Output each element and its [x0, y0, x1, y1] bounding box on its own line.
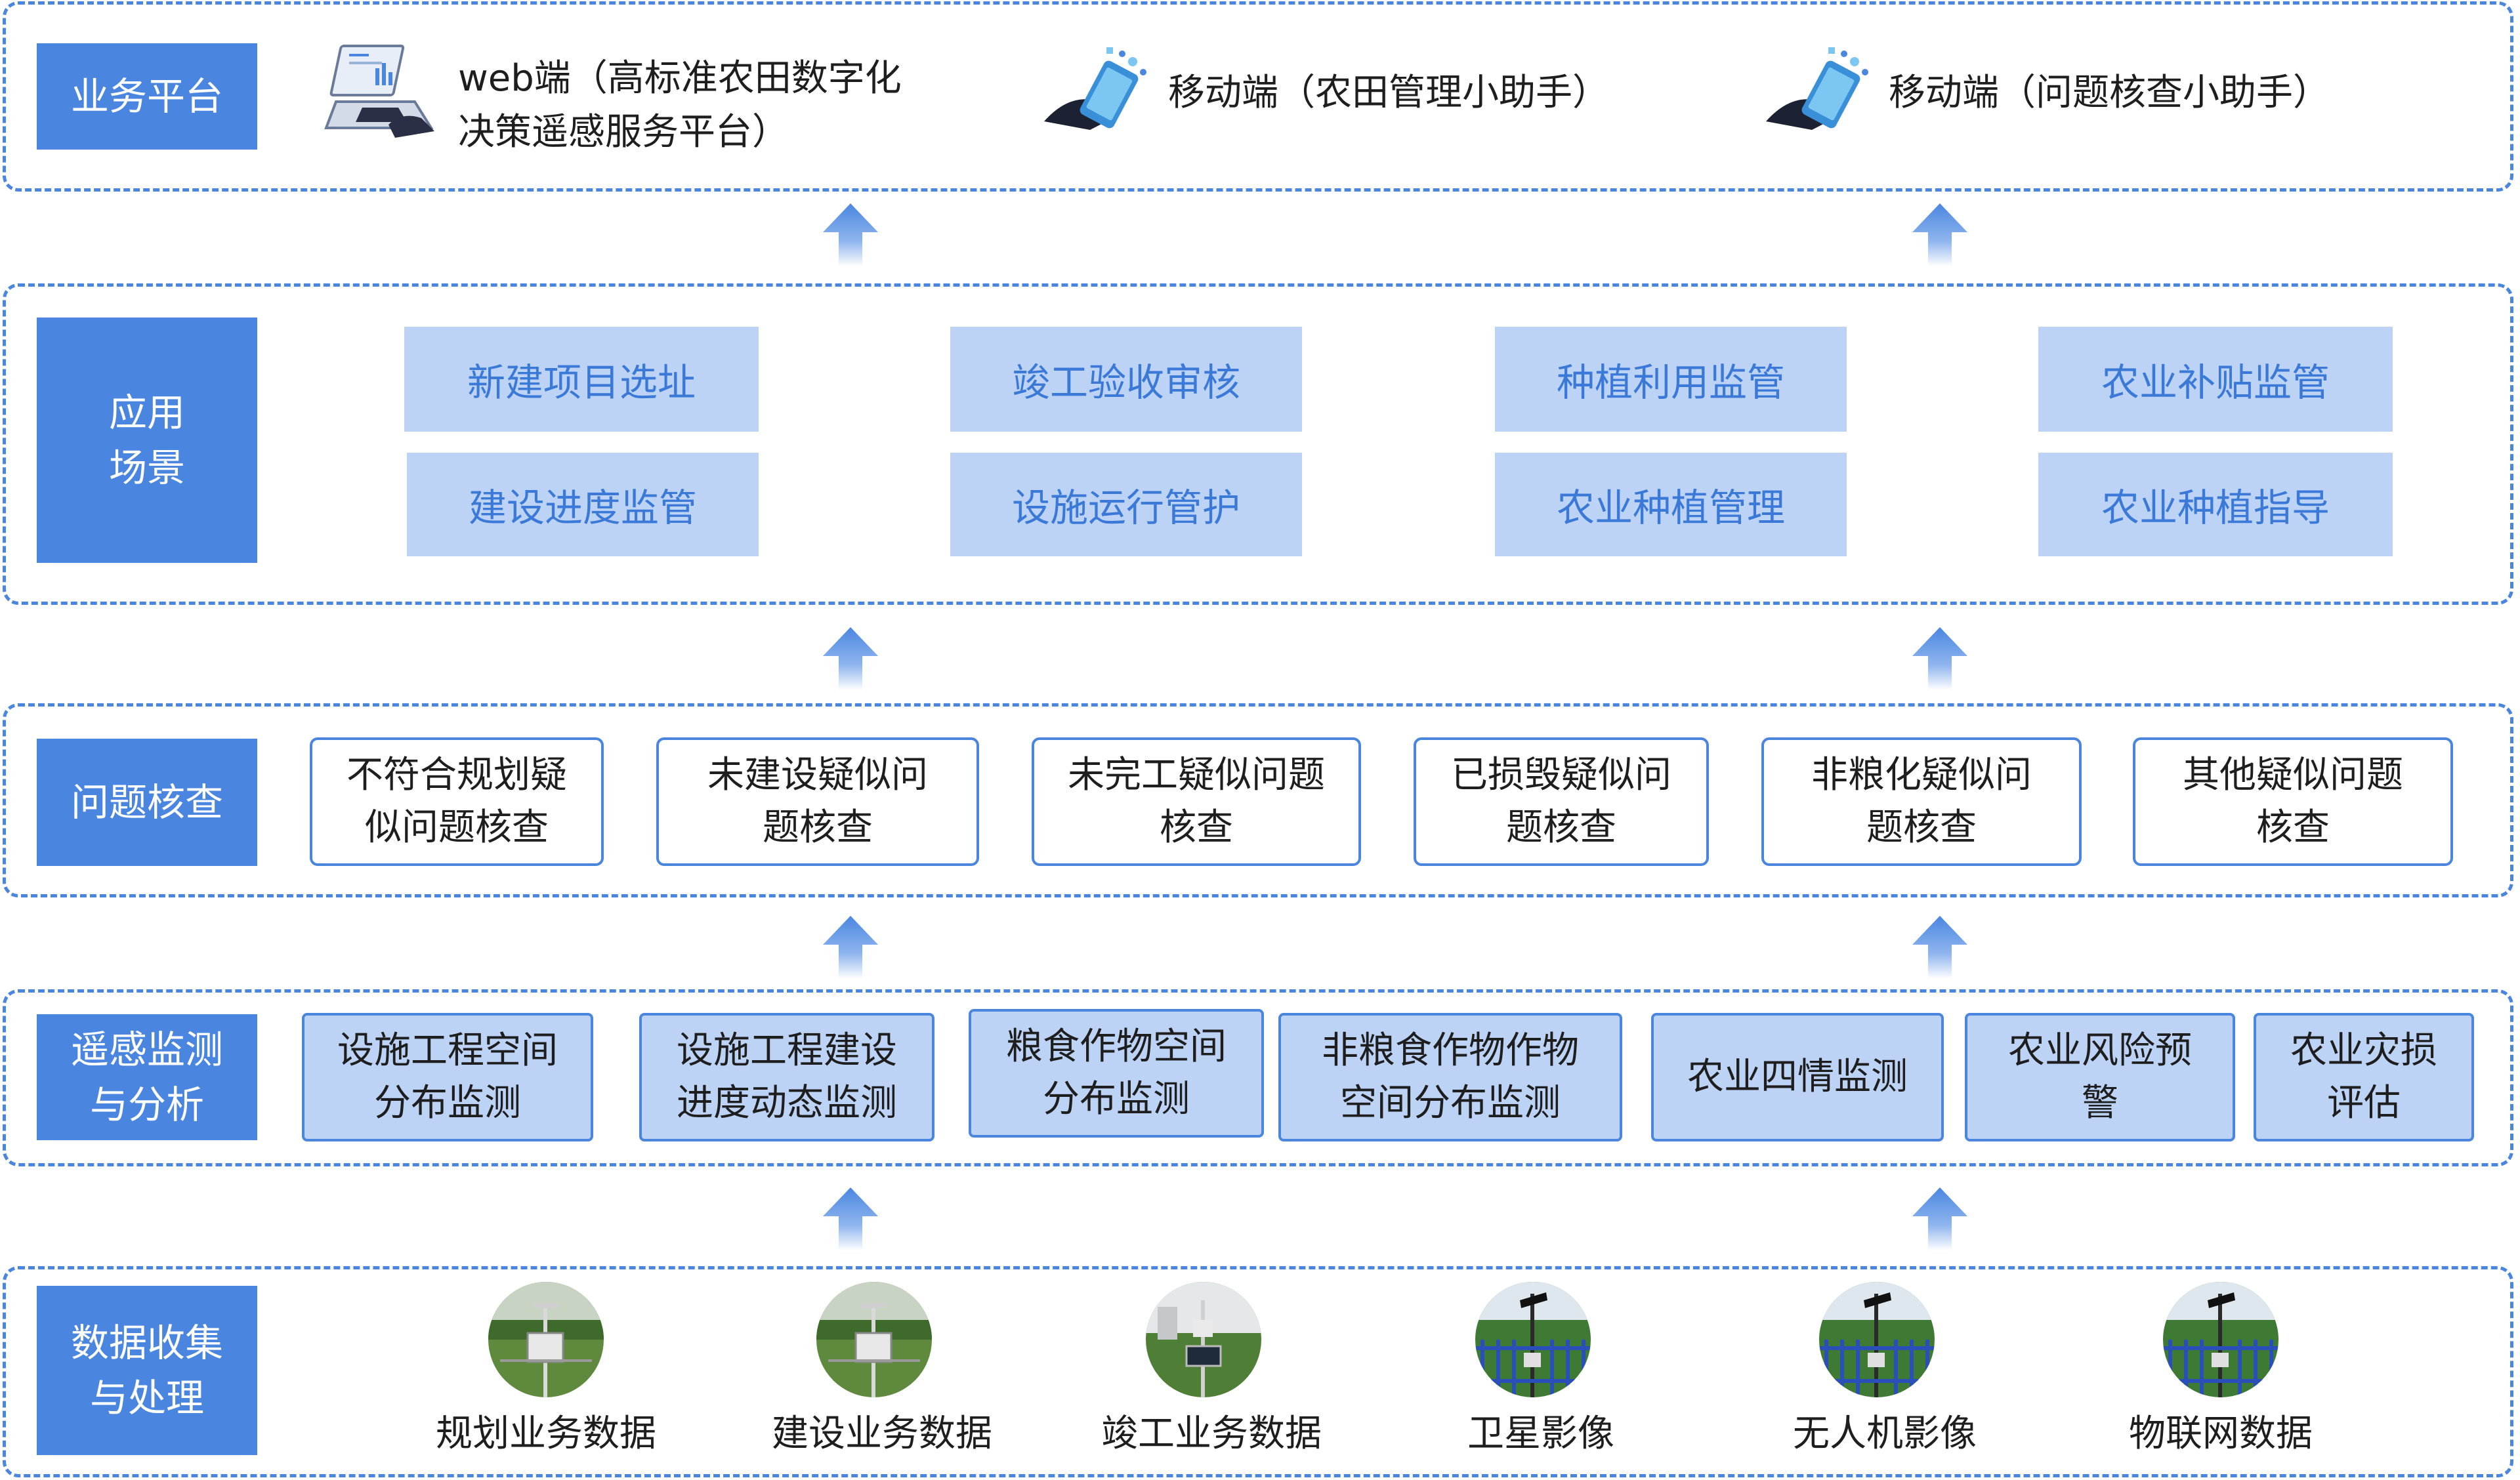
remote-sensing-box: 设施工程空间分布监测 — [302, 1013, 593, 1141]
platform-layer — [3, 1, 2513, 192]
remote-sensing-box: 设施工程建设进度动态监测 — [639, 1013, 934, 1141]
scenario-box: 建设进度监管 — [407, 453, 759, 556]
mobile-farm-assistant-text: 移动端（农田管理小助手） — [1168, 72, 1609, 114]
issue-check-box: 已损毁疑似问题核查 — [1414, 737, 1709, 866]
remote-sensing-box: 农业四情监测 — [1651, 1013, 1944, 1141]
scenario-box: 农业种植管理 — [1495, 453, 1847, 556]
scenario-box: 种植利用监管 — [1495, 327, 1847, 432]
up-arrow-icon — [1912, 1187, 1967, 1250]
platform-label: 业务平台 — [37, 43, 257, 150]
issue-line: 似问题核查 — [365, 806, 549, 849]
scenario-box: 设施运行管护 — [950, 453, 1302, 556]
up-arrow-icon — [823, 203, 878, 266]
mobile-hand-icon — [1044, 47, 1146, 130]
scenario-box: 农业种植指导 — [2038, 453, 2393, 556]
rs-line: 农业灾损 — [2290, 1029, 2437, 1072]
mobile-hand-icon — [1766, 47, 1868, 130]
issues-label: 问题核查 — [37, 739, 257, 866]
rs-line: 分布监测 — [374, 1082, 521, 1124]
up-arrow-icon — [1912, 627, 1967, 690]
web-platform-text-line2: 决策遥感服务平台） — [458, 111, 789, 154]
issue-line: 未完工疑似问题 — [1068, 754, 1325, 796]
web-platform-text-line1: web端（高标准农田数字化 — [458, 57, 902, 100]
issue-check-box: 未完工疑似问题核查 — [1032, 737, 1361, 866]
issue-line: 非粮化疑似问 — [1811, 754, 2032, 796]
remote-sensing-box: 非粮食作物作物空间分布监测 — [1278, 1013, 1622, 1141]
up-arrow-icon — [1912, 916, 1967, 979]
solar-sensor-photo-icon — [1146, 1282, 1261, 1397]
remote-sensing-box: 粮食作物空间分布监测 — [969, 1009, 1264, 1138]
rs-line: 进度动态监测 — [677, 1082, 897, 1124]
mobile-issue-assistant-text: 移动端（问题核查小助手） — [1889, 72, 2330, 114]
rs-line: 分布监测 — [1043, 1078, 1190, 1120]
rs-line: 警 — [2082, 1082, 2118, 1124]
up-arrow-icon — [823, 1187, 878, 1250]
issue-line: 未建设疑似问 — [707, 754, 928, 796]
issue-line: 题核查 — [763, 806, 873, 849]
remote-sensing-layer — [3, 989, 2513, 1166]
fenced-sensor-photo-icon — [2163, 1282, 2278, 1397]
scenario-box: 新建项目选址 — [404, 327, 759, 432]
data-label-line2: 与处理 — [89, 1376, 204, 1420]
issue-check-box: 不符合规划疑似问题核查 — [310, 737, 604, 866]
rs-line: 设施工程建设 — [677, 1029, 897, 1072]
issue-line: 核查 — [1160, 806, 1233, 849]
scenario-box: 竣工验收审核 — [950, 327, 1302, 432]
source-label: 卫星影像 — [1467, 1412, 1614, 1455]
remote-label-line1: 遥感监测 — [70, 1027, 223, 1072]
source-label: 竣工业务数据 — [1101, 1412, 1322, 1455]
source-label: 规划业务数据 — [436, 1412, 656, 1455]
up-arrow-icon — [823, 916, 878, 979]
issue-line: 已损毁疑似问 — [1451, 754, 1671, 796]
issue-line: 不符合规划疑 — [346, 754, 567, 796]
issue-check-box: 其他疑似问题核查 — [2133, 737, 2453, 866]
issue-check-box: 未建设疑似问题核查 — [656, 737, 979, 866]
rs-line: 粮食作物空间 — [1006, 1025, 1227, 1068]
up-arrow-icon — [823, 627, 878, 690]
issue-check-box: 非粮化疑似问题核查 — [1761, 737, 2082, 866]
source-label: 建设业务数据 — [772, 1412, 992, 1455]
rs-line: 农业四情监测 — [1687, 1056, 1908, 1098]
scenario-box: 农业补贴监管 — [2038, 327, 2393, 432]
rs-line: 设施工程空间 — [337, 1029, 558, 1072]
issue-line: 题核查 — [1506, 806, 1616, 849]
scenarios-label-line1: 应用 — [108, 390, 185, 435]
data-collection-layer — [3, 1266, 2513, 1477]
remote-sensing-label: 遥感监测 与分析 — [37, 1014, 257, 1140]
remote-sensing-box: 农业风险预警 — [1965, 1013, 2235, 1141]
weather-station-photo-icon — [816, 1282, 932, 1397]
remote-label-line2: 与分析 — [89, 1082, 204, 1127]
rs-line: 农业风险预 — [2008, 1029, 2192, 1072]
data-collection-label: 数据收集 与处理 — [37, 1286, 257, 1455]
source-label: 无人机影像 — [1793, 1412, 1977, 1455]
rs-line: 空间分布监测 — [1340, 1082, 1561, 1124]
source-label: 物联网数据 — [2129, 1412, 2313, 1455]
fenced-sensor-photo-icon — [1475, 1282, 1591, 1397]
up-arrow-icon — [1912, 203, 1967, 266]
scenarios-label: 应用 场景 — [37, 318, 257, 563]
rs-line: 非粮食作物作物 — [1322, 1029, 1579, 1072]
issues-layer — [3, 703, 2513, 897]
laptop-icon — [324, 45, 434, 138]
remote-sensing-box: 农业灾损评估 — [2254, 1013, 2474, 1141]
issue-line: 题核查 — [1866, 806, 1977, 849]
issue-line: 其他疑似问题 — [2183, 754, 2403, 796]
scenarios-label-line2: 场景 — [108, 445, 185, 490]
data-label-line1: 数据收集 — [70, 1321, 223, 1365]
issue-line: 核查 — [2256, 806, 2330, 849]
scenarios-layer — [3, 283, 2513, 605]
rs-line: 评估 — [2327, 1082, 2401, 1124]
weather-station-photo-icon — [488, 1282, 604, 1397]
fenced-sensor-photo-icon — [1819, 1282, 1935, 1397]
